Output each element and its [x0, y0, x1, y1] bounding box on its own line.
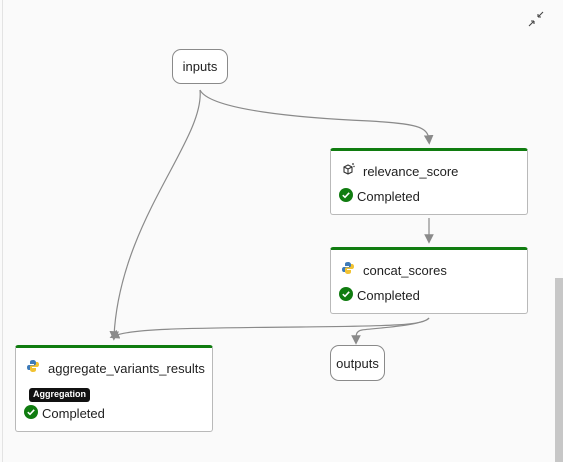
status-text: Completed	[357, 288, 420, 303]
node-outputs[interactable]: outputs	[330, 345, 385, 381]
status-text: Completed	[42, 406, 105, 421]
aggregation-badge: Aggregation	[29, 388, 90, 402]
node-outputs-label: outputs	[336, 355, 379, 371]
edge-inputs-aggregate	[109, 89, 201, 341]
node-title: aggregate_variants_results	[48, 361, 205, 376]
vertical-scrollbar[interactable]	[555, 278, 563, 462]
edge-concat-aggregate	[109, 317, 430, 339]
node-relevance-score[interactable]: relevance_score Completed	[330, 148, 528, 215]
status: Completed	[339, 188, 420, 205]
prompt-flow-icon	[341, 162, 355, 181]
node-concat-scores[interactable]: concat_scores Completed	[330, 247, 528, 314]
node-inputs[interactable]: inputs	[172, 49, 228, 84]
edge-inputs-relevance	[199, 89, 434, 145]
check-circle-icon	[339, 287, 353, 304]
node-aggregate-variants-results[interactable]: aggregate_variants_results Aggregation C…	[15, 345, 213, 432]
panel-divider	[2, 0, 3, 462]
status: Completed	[339, 287, 420, 304]
check-circle-icon	[339, 188, 353, 205]
python-icon	[26, 359, 40, 378]
edge-concat-outputs	[351, 317, 430, 345]
status: Completed	[24, 405, 105, 422]
collapse-arrows-icon[interactable]	[527, 10, 545, 28]
node-title: concat_scores	[363, 263, 447, 278]
check-circle-icon	[24, 405, 38, 422]
node-title: relevance_score	[363, 164, 459, 179]
python-icon	[341, 261, 355, 280]
status-text: Completed	[357, 189, 420, 204]
node-inputs-label: inputs	[182, 59, 218, 74]
